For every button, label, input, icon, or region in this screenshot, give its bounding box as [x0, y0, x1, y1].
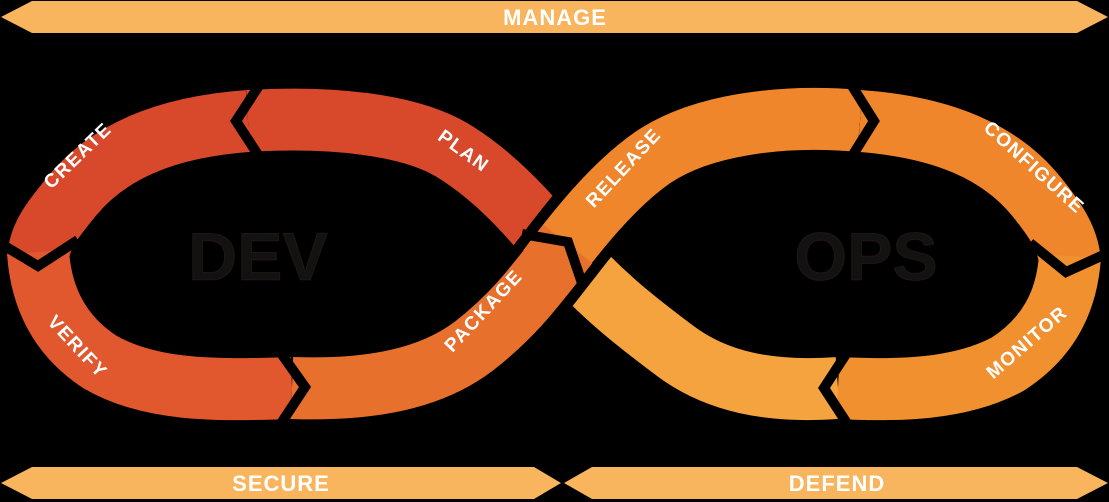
dev-title: DEV	[188, 219, 328, 295]
chevron-verify-to-package-icon	[273, 346, 312, 431]
banner-manage-shape	[1, 1, 1108, 33]
banner-secure: SECURE	[1, 467, 561, 499]
chevron-configure-to-monitor-icon	[1026, 239, 1109, 278]
banner-manage-label: MANAGE	[503, 5, 607, 30]
ops-title: OPS	[794, 219, 938, 295]
banner-defend: DEFEND	[564, 467, 1108, 499]
segment-create	[7, 90, 251, 263]
segment-return-tail	[528, 218, 841, 421]
banner-manage: MANAGE	[1, 1, 1108, 33]
chevron-create-to-verify-icon	[0, 235, 81, 272]
banner-defend-shape	[564, 467, 1108, 499]
chevron-package-to-release-icon	[521, 229, 588, 288]
banner-secure-shape	[1, 467, 561, 499]
segment-release	[523, 87, 863, 288]
segment-monitor	[836, 253, 1101, 421]
chevron-plan-to-create-icon	[230, 78, 267, 164]
banner-defend-label: DEFEND	[789, 471, 885, 496]
chevron-release-to-configure-icon	[844, 78, 880, 164]
segment-configure	[857, 90, 1101, 267]
segment-package	[290, 224, 593, 420]
segment-verify	[7, 249, 294, 421]
chevron-monitor-to-return-icon	[818, 345, 855, 431]
banner-secure-label: SECURE	[232, 471, 330, 496]
